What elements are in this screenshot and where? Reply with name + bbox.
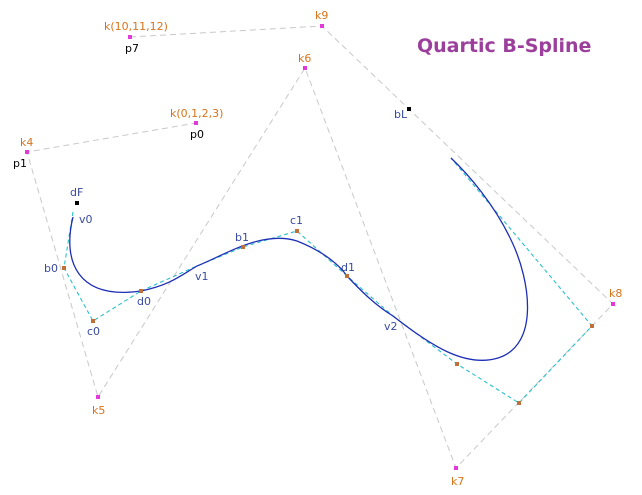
label-bL: bL (394, 108, 408, 121)
label-d1: d1 (341, 261, 355, 274)
label-p7: p7 (125, 42, 139, 55)
knot-point-k9 (320, 24, 324, 28)
b-spline-curve (69, 157, 529, 362)
point-d0 (139, 289, 143, 293)
point-d1 (345, 274, 349, 278)
label-k0123: k(0,1,2,3) (170, 107, 223, 120)
label-k6: k6 (298, 52, 311, 65)
label-v0: v0 (79, 213, 93, 226)
knot-point-k7 (454, 466, 458, 470)
inner-polygon-right (392, 157, 593, 404)
inner-polygon-middle (140, 230, 394, 317)
label-d0: d0 (137, 295, 151, 308)
knot-point-k4 (25, 150, 29, 154)
knot-point-k0123 (194, 121, 198, 125)
point-c1 (295, 229, 299, 233)
knot-point-k5 (96, 395, 100, 399)
label-dF: dF (70, 186, 83, 199)
point-c2 (455, 362, 459, 366)
label-v1: v1 (195, 270, 209, 283)
label-k101112: k(10,11,12) (104, 20, 168, 33)
inner-polygon-left (63, 211, 142, 322)
label-k4: k4 (20, 136, 33, 149)
point-b0 (62, 266, 66, 270)
label-k9: k9 (315, 9, 328, 22)
endpoint-dF (75, 201, 79, 205)
diagram-title: Quartic B-Spline (417, 35, 591, 57)
label-k8: k8 (609, 287, 622, 300)
point-b3 (590, 324, 594, 328)
label-p0: p0 (190, 128, 204, 141)
knot-point-k101112 (128, 35, 132, 39)
label-b0: b0 (44, 262, 58, 275)
label-p1: p1 (13, 157, 27, 170)
knot-point-k6 (303, 66, 307, 70)
knot-point-k8 (611, 302, 615, 306)
label-k5: k5 (92, 404, 105, 417)
control-polygon (26, 25, 614, 469)
endpoint-bL (407, 107, 411, 111)
label-c0: c0 (87, 325, 100, 338)
point-b1 (241, 245, 245, 249)
label-v2: v2 (384, 320, 398, 333)
point-c0 (91, 319, 95, 323)
point-d2 (517, 401, 521, 405)
label-k7: k7 (451, 475, 464, 488)
label-c1: c1 (290, 214, 303, 227)
label-b1: b1 (235, 231, 249, 244)
